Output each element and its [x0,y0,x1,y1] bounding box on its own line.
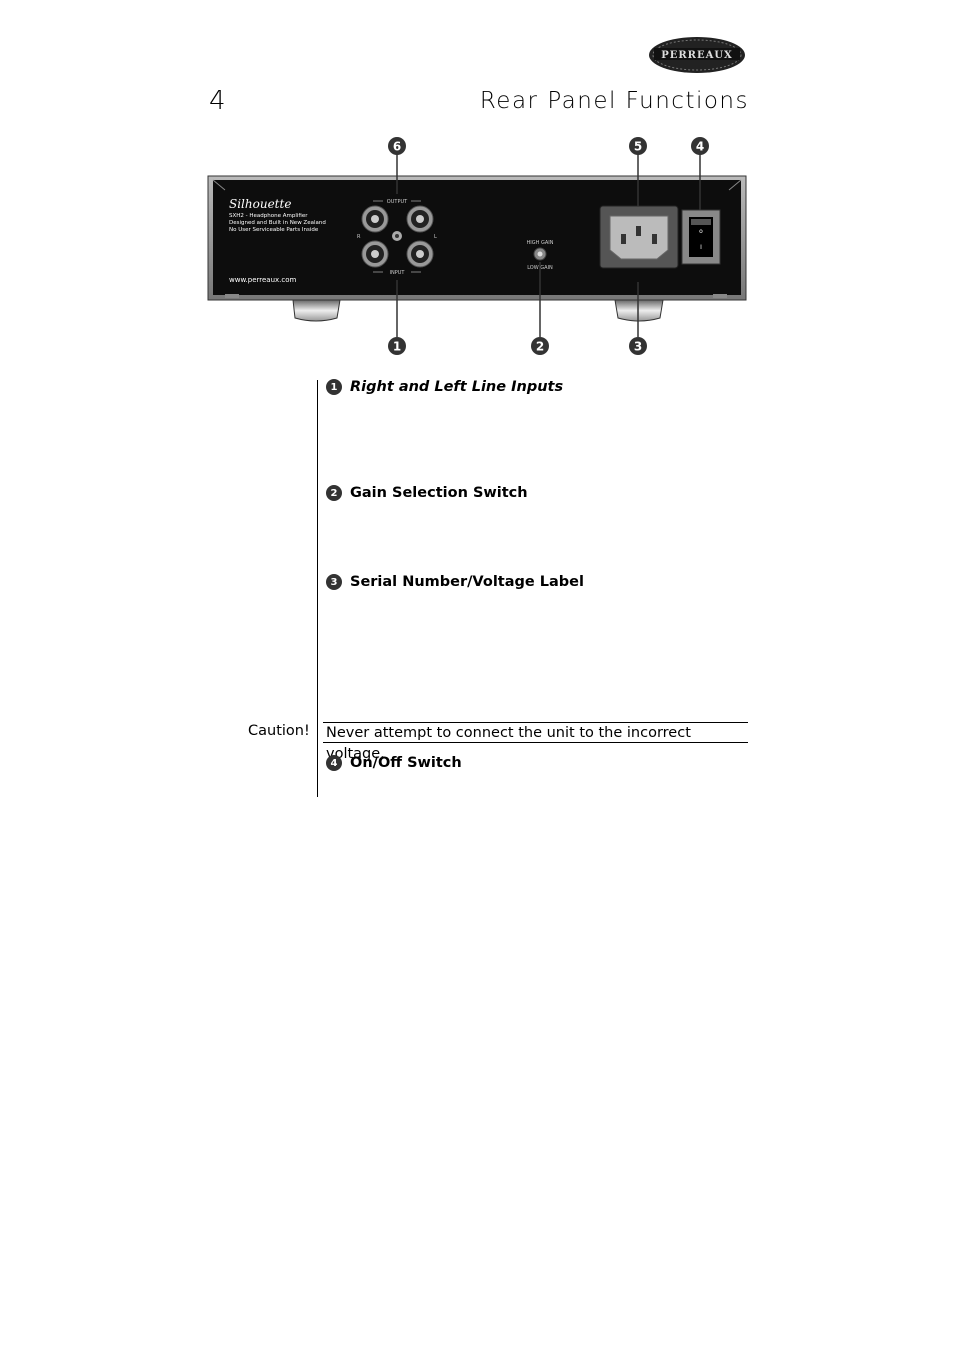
high-gain-label: HIGH GAIN [527,240,554,246]
rca-output-left [406,205,434,233]
section-heading-line-inputs: 1 Right and Left Line Inputs [326,379,563,395]
gain-switch [533,247,547,261]
foot-right [614,299,664,322]
l-label: L [434,234,437,240]
foot-left [292,299,341,322]
section-heading-on-off: 4 On/Off Switch [326,755,462,771]
foot-pad-right [713,294,727,298]
logo-text: PERREAUX [661,50,733,61]
caution-text: Never attempt to connect the unit to the… [323,722,748,762]
website: www.perreaux.com [229,276,297,284]
callout-4: 4 [691,137,709,155]
rear-panel-illustration: Silhouette SXH2 - Headphone Amplifier De… [207,137,747,355]
section-number-badge: 1 [326,379,342,395]
section-title: Serial Number/Voltage Label [350,574,584,590]
ground-post [392,231,402,241]
section-heading-serial-label: 3 Serial Number/Voltage Label [326,574,584,590]
perreaux-logo: PERREAUX [649,37,745,73]
warning-line: No User Serviceable Parts Inside [229,227,319,233]
rca-input-left [406,240,434,268]
page-title: Rear Panel Functions [479,88,749,114]
output-label: OUTPUT [387,199,408,205]
svg-text:1: 1 [393,340,401,354]
margin-rule [317,380,318,797]
section-heading-gain-switch: 2 Gain Selection Switch [326,485,528,501]
input-label: INPUT [390,270,406,276]
callout-6: 6 [388,137,406,155]
section-title: On/Off Switch [350,755,462,771]
callout-2: 2 [531,337,549,355]
page-number: 4 [209,86,227,116]
rca-input-right [361,240,389,268]
svg-text:5: 5 [634,140,642,154]
caution-label: Caution! [248,723,310,739]
section-title: Right and Left Line Inputs [350,379,564,395]
callout-1: 1 [388,337,406,355]
iec-power-inlet [599,205,679,269]
section-title: Gain Selection Switch [350,485,528,501]
section-number-badge: 4 [326,755,342,771]
callout-3: 3 [629,337,647,355]
section-number-badge: 2 [326,485,342,501]
switch-off-mark: o [699,228,703,235]
svg-text:2: 2 [536,340,544,354]
r-label: R [357,234,361,240]
made-line: Designed and Built in New Zealand [229,220,326,226]
section-number-badge: 3 [326,574,342,590]
svg-text:4: 4 [696,140,704,154]
foot-pad-left [225,294,239,298]
svg-text:6: 6 [393,140,401,154]
switch-on-mark: I [700,244,702,251]
power-rocker-switch: o I [681,209,721,265]
svg-text:3: 3 [634,340,642,354]
callout-5: 5 [629,137,647,155]
rca-output-right [361,205,389,233]
model-line: SXH2 - Headphone Amplifier [229,213,308,219]
brand-script: Silhouette [229,197,291,211]
